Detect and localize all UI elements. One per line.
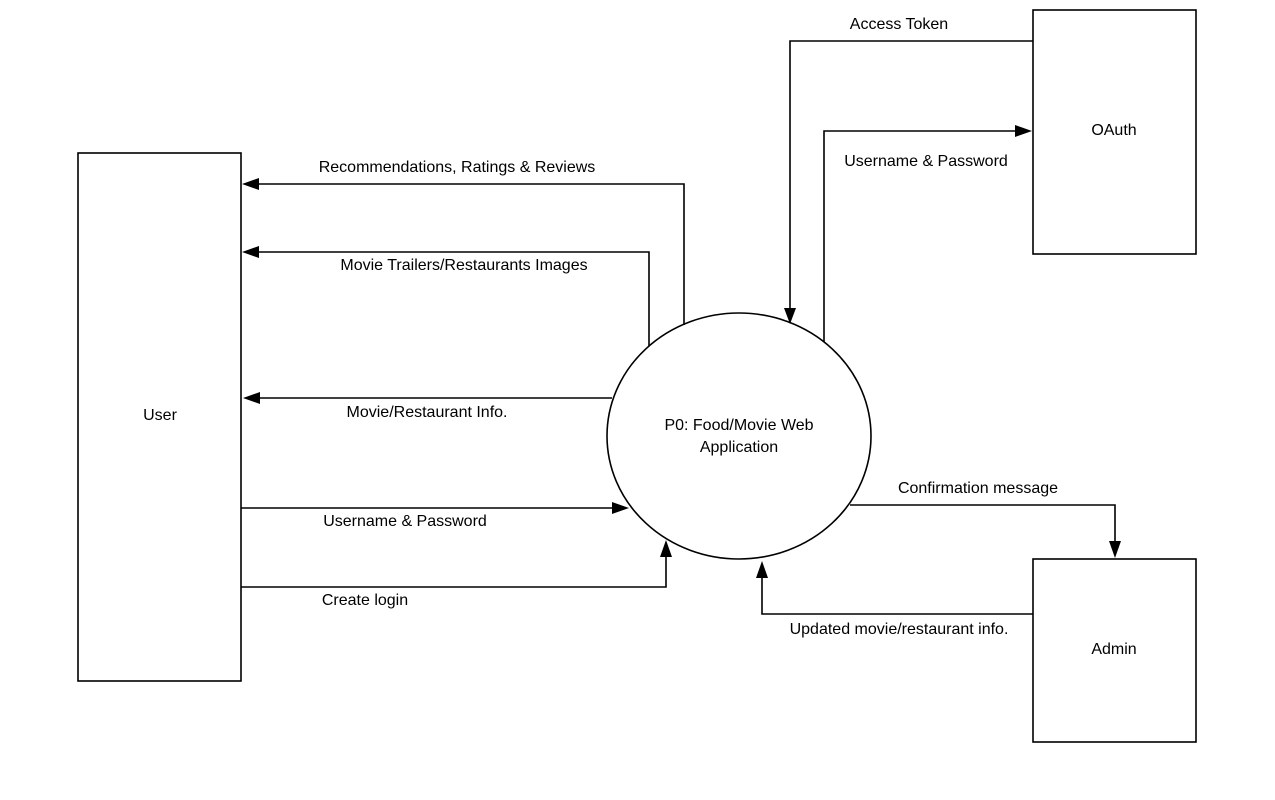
flow-username-password-oauth-line	[823, 130, 1015, 342]
flow-confirmation-arrow-icon	[1109, 541, 1121, 558]
flow-username-password-user-label: Username & Password	[323, 513, 487, 530]
process-p0-label-line2: Application	[700, 439, 778, 456]
entity-admin[interactable]: Admin	[1032, 558, 1197, 743]
flow-access-token-line	[789, 40, 1033, 308]
flow-confirmation[interactable]: Confirmation message	[850, 480, 1121, 558]
entity-user-box	[77, 152, 242, 682]
flow-info[interactable]: Movie/Restaurant Info.	[243, 392, 612, 421]
entity-admin-label: Admin	[1091, 641, 1136, 658]
flow-updated-info-line	[761, 577, 1033, 615]
process-p0[interactable]: P0: Food/Movie Web Application	[606, 312, 872, 560]
flow-username-password-user-arrow-icon	[612, 502, 629, 514]
flow-access-token-label: Access Token	[850, 16, 948, 33]
flow-create-login-line	[241, 556, 667, 588]
entity-oauth-label: OAuth	[1091, 122, 1136, 139]
flow-recommendations-line	[259, 183, 685, 325]
flow-create-login-label: Create login	[322, 592, 408, 609]
flow-create-login[interactable]: Create login	[241, 540, 672, 609]
flow-confirmation-line	[850, 504, 1116, 541]
flow-updated-info[interactable]: Updated movie/restaurant info.	[756, 561, 1033, 638]
flow-trailers-images-arrow-icon	[242, 246, 259, 258]
flow-info-arrow-icon	[243, 392, 260, 404]
process-p0-circle	[606, 312, 872, 560]
flow-username-password-oauth[interactable]: Username & Password	[823, 125, 1032, 342]
flow-updated-info-arrow-icon	[756, 561, 768, 578]
flow-access-token[interactable]: Access Token	[784, 16, 1033, 324]
flow-confirmation-label: Confirmation message	[898, 480, 1058, 497]
flow-trailers-images-label: Movie Trailers/Restaurants Images	[340, 257, 587, 274]
flow-username-password-oauth-arrow-icon	[1015, 125, 1032, 137]
entity-oauth[interactable]: OAuth	[1032, 9, 1197, 255]
flow-recommendations-arrow-icon	[242, 178, 259, 190]
entity-user-label: User	[143, 407, 177, 424]
process-p0-label-line1: P0: Food/Movie Web	[664, 417, 813, 434]
flow-create-login-arrow-icon	[660, 540, 672, 557]
entity-oauth-box	[1032, 9, 1197, 255]
flow-info-label: Movie/Restaurant Info.	[347, 404, 508, 421]
flow-trailers-images-line	[259, 251, 650, 346]
flow-trailers-images[interactable]: Movie Trailers/Restaurants Images	[242, 246, 650, 346]
flow-updated-info-label: Updated movie/restaurant info.	[790, 621, 1009, 638]
flow-username-password-user[interactable]: Username & Password	[241, 502, 629, 530]
flow-recommendations[interactable]: Recommendations, Ratings & Reviews	[242, 159, 685, 325]
flow-recommendations-label: Recommendations, Ratings & Reviews	[319, 159, 596, 176]
entity-admin-box	[1032, 558, 1197, 743]
flow-access-token-arrow-icon	[784, 308, 796, 324]
entity-user[interactable]: User	[77, 152, 242, 682]
flow-username-password-oauth-label: Username & Password	[844, 153, 1008, 170]
